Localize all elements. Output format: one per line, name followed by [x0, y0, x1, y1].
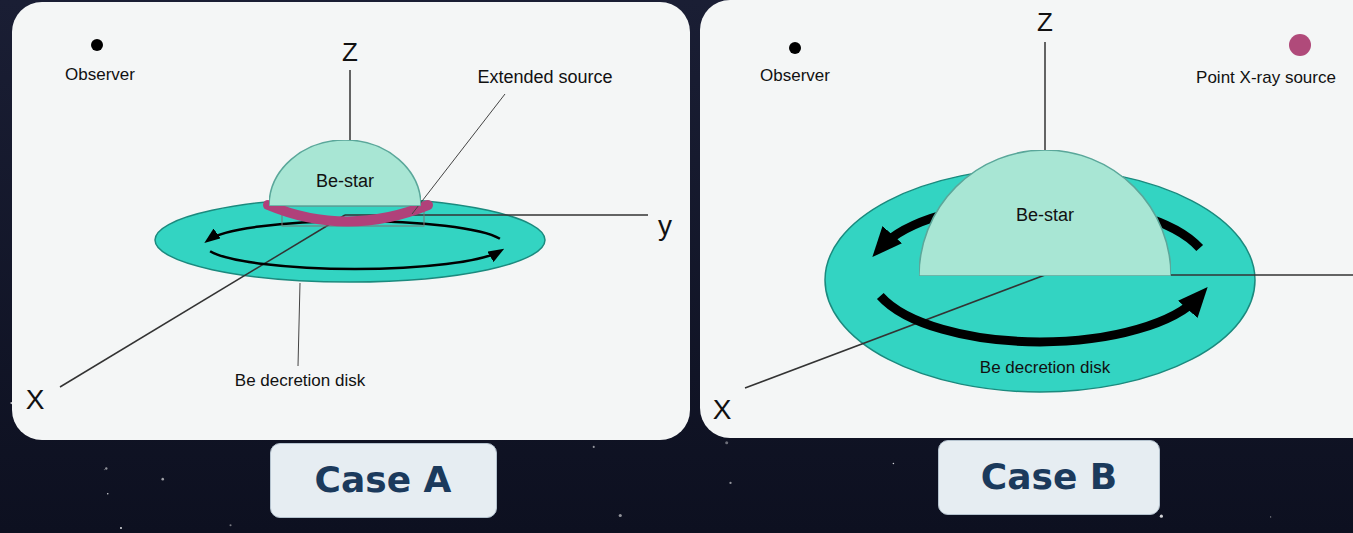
- case-label: Case A: [315, 460, 452, 500]
- star-dome: Be-star: [269, 140, 421, 206]
- axis-label: X: [713, 395, 732, 426]
- x-axis: [60, 215, 345, 387]
- star: [729, 482, 731, 484]
- case-box: Case A: [270, 443, 497, 518]
- star: [120, 527, 122, 529]
- be-star-body: [919, 150, 1171, 276]
- source-label: Extended source: [477, 68, 612, 88]
- disk-label: Be decretion disk: [235, 372, 365, 391]
- decretion-disk: [155, 198, 545, 282]
- star-label: Be-star: [316, 172, 374, 192]
- observer-dot: [789, 42, 801, 54]
- be-star-body: [269, 140, 421, 206]
- observer-dot: [91, 39, 103, 51]
- observer-label: Observer: [760, 67, 830, 86]
- axis-label: Z: [1037, 8, 1053, 37]
- axis-label: Z: [342, 38, 358, 67]
- z-axis: [349, 70, 351, 142]
- star: [229, 524, 231, 526]
- star: [105, 467, 107, 469]
- point-xray-source: [1289, 34, 1311, 56]
- z-axis: [1044, 42, 1046, 150]
- case-label: Case B: [981, 457, 1118, 497]
- rotation-arrow: [210, 251, 500, 269]
- panel: [700, 0, 1353, 438]
- star: [1270, 516, 1271, 517]
- star: [593, 446, 595, 448]
- star-label: Be-star: [1016, 206, 1074, 226]
- axis-label: X: [26, 385, 45, 416]
- star: [107, 493, 109, 495]
- star: [725, 441, 728, 444]
- star: [619, 514, 622, 517]
- extended-source-band: [268, 205, 428, 222]
- panel: [12, 2, 690, 440]
- case-box: Case B: [938, 440, 1160, 515]
- leader-line: [412, 94, 505, 214]
- axis-label: y: [658, 211, 672, 242]
- star: [893, 463, 895, 465]
- observer-label: Observer: [65, 66, 135, 85]
- star: [104, 469, 105, 470]
- rotation-arrow: [880, 296, 1199, 342]
- star: [161, 478, 164, 481]
- star: [1160, 515, 1163, 518]
- leader-line: [298, 283, 300, 366]
- disk-label: Be decretion disk: [980, 359, 1110, 378]
- star-dome: Be-star: [919, 150, 1171, 276]
- source-label: Point X-ray source: [1196, 69, 1336, 88]
